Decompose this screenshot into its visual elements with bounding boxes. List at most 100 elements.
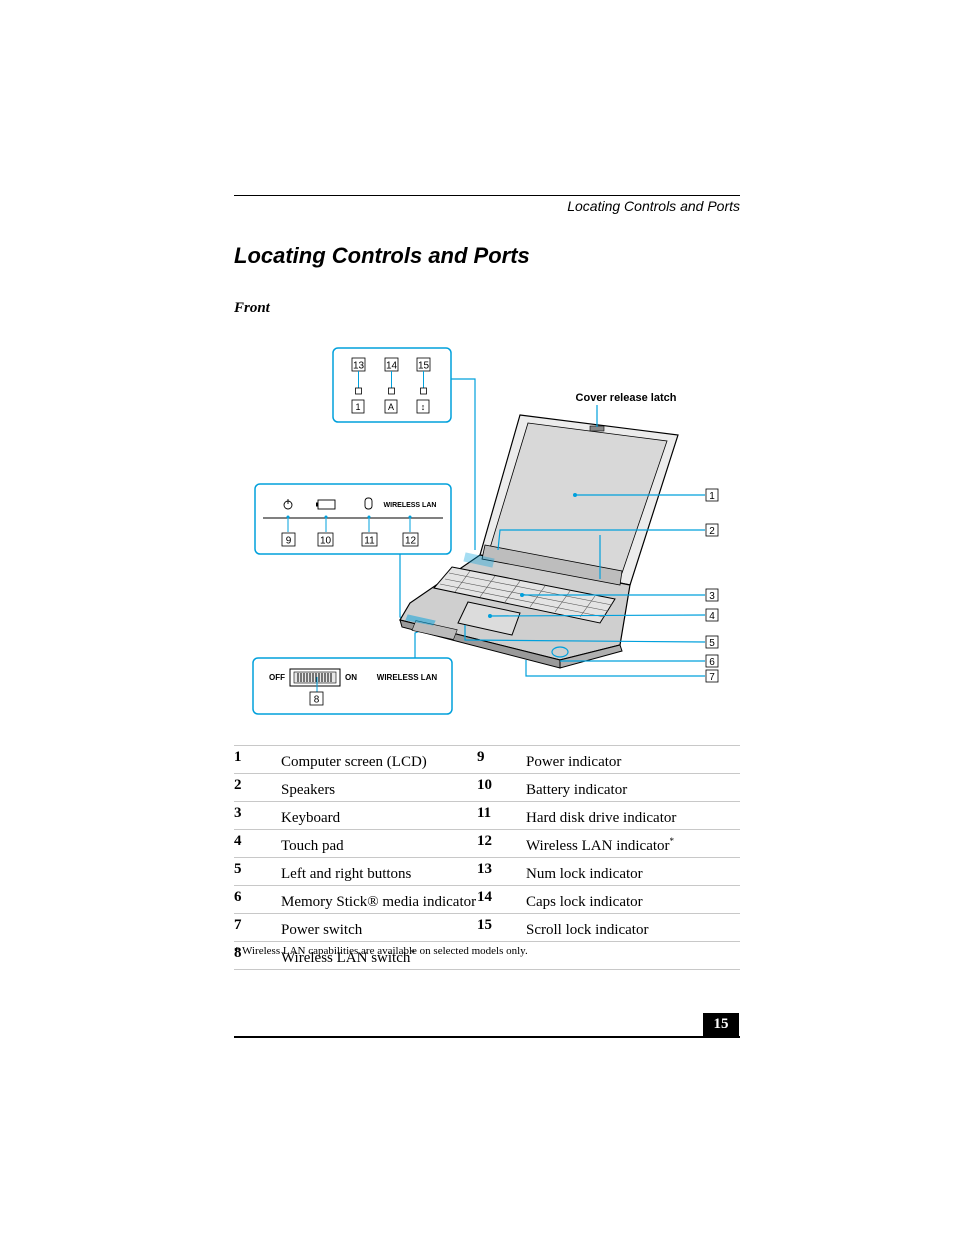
part-label: Power indicator: [526, 745, 740, 774]
indicator-number-10: 10: [317, 532, 334, 547]
lock-number-13: 13: [351, 357, 366, 372]
part-number: 12: [477, 829, 526, 858]
part-label: Battery indicator: [526, 773, 740, 802]
svg-text:10: 10: [320, 536, 332, 547]
footnote: * Wireless LAN capabilities are availabl…: [234, 945, 528, 957]
callout-number-7: 7: [705, 669, 719, 683]
wireless-switch-callout: OFF ON WIRELESS LAN 8: [252, 657, 453, 715]
part-number: 10: [477, 773, 526, 802]
laptop-illustration: [399, 414, 679, 669]
callout-number-2: 2: [705, 523, 719, 537]
table-row: 2 Speakers 10 Battery indicator: [234, 773, 740, 802]
lock-number-label: 15: [418, 361, 430, 372]
header-rule: [234, 195, 740, 196]
part-label: Num lock indicator: [526, 857, 740, 886]
indicator-number-9: 9: [281, 532, 296, 547]
part-label: Scroll lock indicator: [526, 913, 740, 942]
indicator-wireless-label: WIRELESS LAN: [384, 502, 437, 509]
svg-text:5: 5: [709, 638, 715, 649]
svg-text:1: 1: [355, 402, 360, 412]
part-number: 5: [234, 857, 281, 886]
part-number: 11: [477, 801, 526, 830]
lock-indicator-callout: 13 14 15 1 A ↕: [332, 347, 452, 423]
lock-number-14: 14: [384, 357, 399, 372]
svg-text:4: 4: [709, 611, 715, 622]
hard-disk-icon: [364, 497, 373, 510]
switch-wireless-label: WIRELESS LAN: [377, 673, 438, 682]
callout-number-4: 4: [705, 608, 719, 622]
part-number: 13: [477, 857, 526, 886]
switch-number-8: 8: [309, 691, 324, 706]
part-label: Caps lock indicator: [526, 885, 740, 914]
part-number: 3: [234, 801, 281, 830]
caps-lock-led-icon: [388, 387, 395, 395]
parts-table: 1 Computer screen (LCD) 9 Power indicato…: [234, 745, 740, 970]
lock-number-label: 13: [353, 361, 365, 372]
indicator-callout: WIRELESS LAN 9 10 11 12: [254, 483, 452, 555]
caps-lock-icon: A: [384, 399, 398, 414]
svg-text:11: 11: [364, 536, 375, 547]
part-label: Touch pad: [281, 829, 477, 858]
svg-text:8: 8: [314, 695, 320, 706]
callout-number-5: 5: [705, 635, 719, 649]
svg-text:A: A: [388, 402, 394, 412]
svg-text:2: 2: [709, 526, 715, 537]
part-label: Power switch: [281, 913, 477, 942]
part-label: Computer screen (LCD): [281, 745, 477, 774]
table-row: 5 Left and right buttons 13 Num lock ind…: [234, 857, 740, 886]
callout-number-6: 6: [705, 654, 719, 668]
svg-text:1: 1: [709, 491, 715, 502]
part-label: Wireless LAN switch*: [281, 941, 477, 970]
footer-rule: [234, 1036, 740, 1038]
indicator-number-11: 11: [361, 532, 378, 547]
part-number: 4: [234, 829, 281, 858]
svg-text:9: 9: [286, 536, 292, 547]
lock-number-15: 15: [416, 357, 431, 372]
part-number: [477, 941, 526, 970]
indicator-number-12: 12: [402, 532, 419, 547]
svg-text:3: 3: [709, 591, 715, 602]
part-label: [526, 941, 740, 970]
switch-off-label: OFF: [269, 673, 285, 682]
part-label: Left and right buttons: [281, 857, 477, 886]
right-callouts: 1 2 3 4 5 6: [464, 488, 719, 683]
laptop-front-diagram: 13 14 15 1 A ↕: [252, 347, 719, 715]
table-row: 6 Memory Stick® media indicator 14 Caps …: [234, 885, 740, 914]
part-number: 6: [234, 885, 281, 914]
callout-number-3: 3: [705, 588, 719, 602]
switch-on-label: ON: [345, 673, 357, 682]
num-lock-icon: 1: [351, 399, 365, 414]
part-label: Speakers: [281, 773, 477, 802]
scroll-lock-icon: ↕: [416, 399, 430, 414]
part-label: Hard disk drive indicator: [526, 801, 740, 830]
battery-icon: [317, 499, 336, 510]
part-label: Keyboard: [281, 801, 477, 830]
table-row: 3 Keyboard 11 Hard disk drive indicator: [234, 801, 740, 830]
part-number: 15: [477, 913, 526, 942]
table-row: 8 Wireless LAN switch*: [234, 941, 740, 970]
part-number: 2: [234, 773, 281, 802]
running-header: Locating Controls and Ports: [567, 198, 740, 214]
callout-number-1: 1: [705, 488, 719, 502]
table-row: 1 Computer screen (LCD) 9 Power indicato…: [234, 745, 740, 774]
scroll-lock-led-icon: [420, 387, 427, 395]
page-title: Locating Controls and Ports: [234, 243, 530, 268]
part-label: Wireless LAN indicator*: [526, 829, 740, 858]
part-number: 8: [234, 941, 281, 970]
svg-text:↕: ↕: [421, 402, 426, 412]
table-row: 7 Power switch 15 Scroll lock indicator: [234, 913, 740, 942]
num-lock-led-icon: [355, 387, 362, 395]
cover-release-latch-label: Cover release latch: [576, 392, 677, 404]
part-number: 14: [477, 885, 526, 914]
lock-number-label: 14: [386, 361, 398, 372]
part-label: Memory Stick® media indicator: [281, 885, 477, 914]
svg-text:6: 6: [709, 657, 715, 668]
part-number: 7: [234, 913, 281, 942]
section-heading: Front: [234, 300, 270, 316]
part-number: 9: [477, 745, 526, 774]
svg-text:12: 12: [405, 536, 417, 547]
part-number: 1: [234, 745, 281, 774]
page-number: 15: [703, 1013, 739, 1036]
table-row: 4 Touch pad 12 Wireless LAN indicator*: [234, 829, 740, 858]
svg-text:7: 7: [709, 672, 715, 683]
